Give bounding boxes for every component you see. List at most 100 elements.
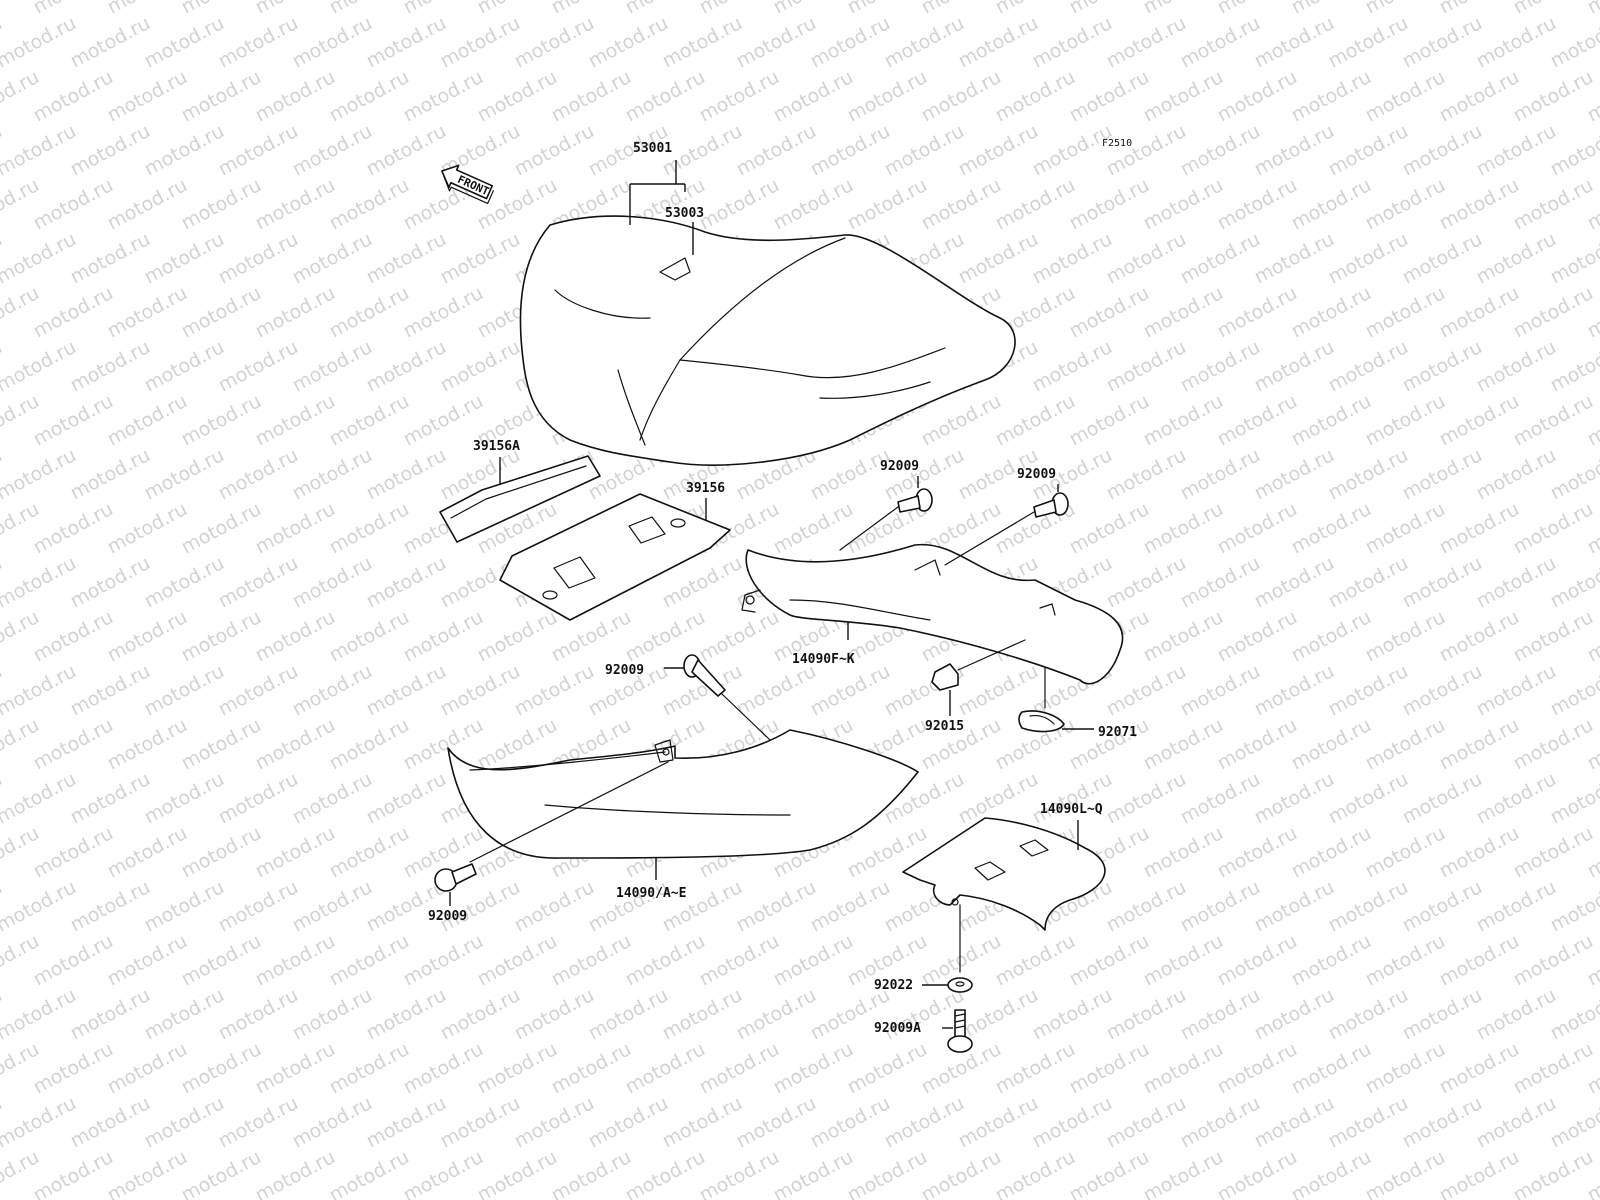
watermark-text: motod.ru — [67, 984, 154, 1044]
watermark-text: motod.ru — [104, 174, 191, 234]
watermark-text: motod.ru — [215, 336, 302, 396]
watermark-text: motod.ru — [955, 1092, 1042, 1152]
watermark-text: motod.ru — [326, 822, 413, 882]
watermark-text: motod.ru — [326, 606, 413, 666]
watermark-text: motod.ru — [1066, 1038, 1153, 1098]
watermark-text: motod.ru — [622, 66, 709, 126]
side-cover-lh[interactable]: 14090/A~E — [447, 729, 919, 901]
watermark-text: motod.ru — [1140, 714, 1227, 774]
watermark-text: motod.ru — [1325, 660, 1412, 720]
watermark-text: motod.ru — [178, 606, 265, 666]
watermark-text: motod.ru — [1473, 984, 1560, 1044]
watermark-text: motod.ru — [1399, 660, 1486, 720]
watermark-text: motod.ru — [1029, 984, 1116, 1044]
watermark-text: motod.ru — [363, 984, 450, 1044]
watermark-text: motod.ru — [1214, 1146, 1301, 1200]
watermark-text: motod.ru — [1103, 984, 1190, 1044]
watermark-text: motod.ru — [1325, 228, 1412, 288]
watermark-text: motod.ru — [1325, 984, 1412, 1044]
watermark-text: motod.ru — [955, 120, 1042, 180]
watermark-text: motod.ru — [733, 876, 820, 936]
bolt-lh-bottom[interactable]: 92009 — [428, 863, 477, 924]
watermark-text: motod.ru — [807, 12, 894, 72]
watermark-text: motod.ru — [1436, 1038, 1523, 1098]
watermark-text: motod.ru — [0, 768, 80, 828]
watermark-text: motod.ru — [1547, 768, 1600, 828]
watermark-text: motod.ru — [474, 0, 561, 18]
watermark-text: motod.ru — [1140, 1038, 1227, 1098]
pad-lower[interactable]: 39156 — [499, 481, 731, 621]
watermark-text: motod.ru — [141, 552, 228, 612]
nut-part-number: 92015 — [925, 719, 964, 734]
watermark-text: motod.ru — [1510, 282, 1597, 342]
watermark-text: motod.ru — [67, 768, 154, 828]
bolt-lh-top[interactable]: 92009 — [605, 654, 771, 741]
watermark-text: motod.ru — [770, 498, 857, 558]
watermark-text: motod.ru — [326, 0, 413, 18]
watermark-text: motod.ru — [252, 498, 339, 558]
watermark-text: motod.ru — [141, 984, 228, 1044]
watermark-text: motod.ru — [1177, 984, 1264, 1044]
watermark-text: motod.ru — [252, 1038, 339, 1098]
watermark-text: motod.ru — [67, 876, 154, 936]
watermark-text: motod.ru — [289, 876, 376, 936]
watermark-text: motod.ru — [955, 12, 1042, 72]
watermark-text: motod.ru — [30, 1146, 117, 1200]
watermark-text: motod.ru — [141, 768, 228, 828]
bolt-lh-top-part-number: 92009 — [605, 663, 644, 678]
watermark-text: motod.ru — [1251, 228, 1338, 288]
bolt-rh-1[interactable]: 92009 — [839, 459, 933, 551]
nut[interactable]: 92015 — [925, 639, 1026, 734]
watermark-text: motod.ru — [289, 660, 376, 720]
side-cover-rh[interactable]: 14090F~K — [741, 543, 1124, 685]
rear-cover[interactable]: 14090L~Q — [902, 802, 1106, 973]
washer[interactable]: 92022 — [874, 977, 973, 993]
watermark-text: motod.ru — [1103, 444, 1190, 504]
watermark-text: motod.ru — [992, 1038, 1079, 1098]
watermark-text: motod.ru — [474, 930, 561, 990]
watermark-text: motod.ru — [1510, 714, 1597, 774]
watermark-text: motod.ru — [1177, 876, 1264, 936]
watermark-text: motod.ru — [289, 444, 376, 504]
watermark-text: motod.ru — [104, 930, 191, 990]
watermark-text: motod.ru — [215, 228, 302, 288]
watermark-text: motod.ru — [30, 498, 117, 558]
watermark-text: motod.ru — [807, 660, 894, 720]
watermark-text: motod.ru — [0, 660, 80, 720]
watermark-text: motod.ru — [770, 174, 857, 234]
watermark-text: motod.ru — [659, 1092, 746, 1152]
watermark-text: motod.ru — [1140, 390, 1227, 450]
watermark-text: motod.ru — [67, 228, 154, 288]
watermark-text: motod.ru — [1214, 1038, 1301, 1098]
watermark-text: motod.ru — [696, 606, 783, 666]
bolt-rh-2[interactable]: 92009 — [944, 467, 1069, 566]
watermark-text: motod.ru — [1325, 120, 1412, 180]
watermark-text: motod.ru — [1473, 768, 1560, 828]
watermark-text: motod.ru — [178, 498, 265, 558]
watermark-text: motod.ru — [104, 606, 191, 666]
watermark-text: motod.ru — [696, 930, 783, 990]
watermark-text: motod.ru — [918, 1146, 1005, 1200]
watermark-text: motod.ru — [1399, 12, 1486, 72]
seat[interactable] — [519, 215, 1016, 466]
watermark-text: motod.ru — [1436, 822, 1523, 882]
watermark-text: motod.ru — [1325, 444, 1412, 504]
watermark-text: motod.ru — [1362, 66, 1449, 126]
watermark-text: motod.ru — [104, 390, 191, 450]
watermark-text: motod.ru — [1251, 660, 1338, 720]
bolt-rear[interactable]: 92009A — [874, 1009, 973, 1053]
pad-upper[interactable]: 39156A — [439, 439, 601, 543]
watermark-text: motod.ru — [622, 1038, 709, 1098]
pad-lower-part-number: 39156 — [686, 481, 725, 496]
grommet[interactable]: 92071 — [1018, 667, 1137, 740]
watermark-text: motod.ru — [1473, 444, 1560, 504]
watermark-text: motod.ru — [104, 282, 191, 342]
watermark-text: motod.ru — [807, 876, 894, 936]
watermark-text: motod.ru — [30, 822, 117, 882]
bolt-lh-bottom-part-number: 92009 — [428, 909, 467, 924]
watermark-text: motod.ru — [215, 984, 302, 1044]
watermark-text: motod.ru — [1066, 930, 1153, 990]
watermark-text: motod.ru — [1177, 336, 1264, 396]
watermark-text: motod.ru — [1288, 714, 1375, 774]
watermark-text: motod.ru — [1066, 714, 1153, 774]
